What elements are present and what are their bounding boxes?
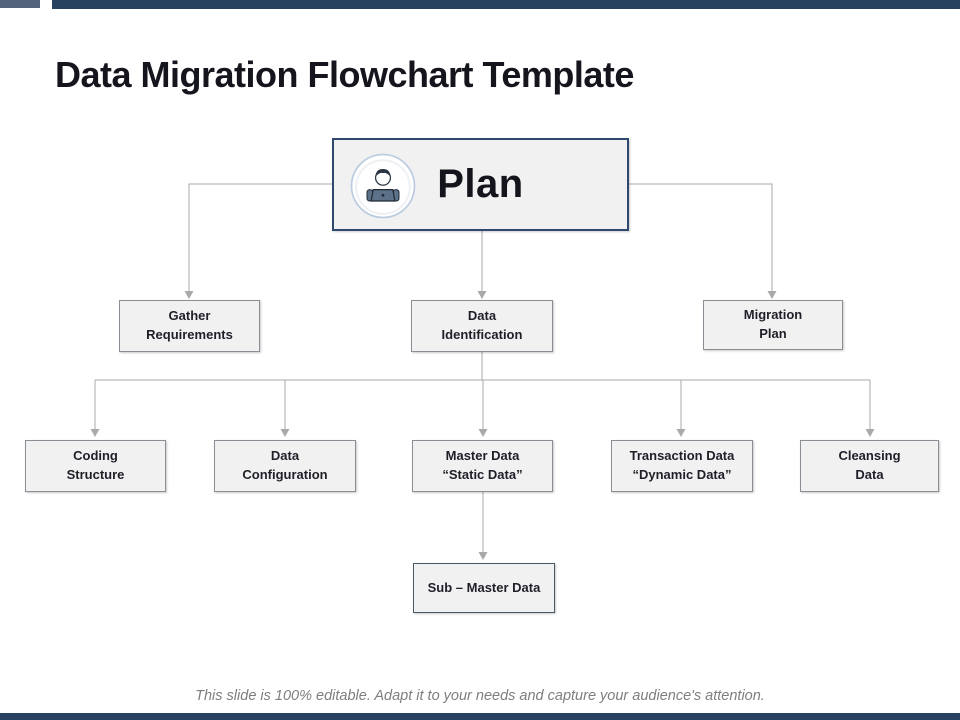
arrow-down-icon: [767, 291, 777, 299]
arrow-down-icon: [184, 291, 194, 299]
top-bar-accent: [0, 0, 40, 8]
flow-node-label-line: “Dynamic Data”: [632, 467, 732, 482]
arrow-down-icon: [90, 429, 100, 437]
flow-node-data-configuration[interactable]: Data Configuration: [214, 440, 356, 492]
flow-node-label-line: Transaction Data: [629, 448, 735, 464]
flow-node-label-line: Data: [270, 448, 300, 464]
flow-node-label-line: Data: [467, 308, 497, 324]
flow-node-label-line: Identification: [441, 327, 523, 342]
arrow-down-icon: [676, 429, 686, 437]
bottom-bar: [0, 713, 960, 720]
flow-node-gather-requirements[interactable]: Gather Requirements: [119, 300, 260, 352]
flow-node-coding-structure[interactable]: Coding Structure: [25, 440, 166, 492]
flow-node-label-line: Plan: [759, 326, 787, 341]
flow-node-label-line: Structure: [66, 467, 125, 482]
arrow-down-icon: [865, 429, 875, 437]
footer-note: This slide is 100% editable. Adapt it to…: [195, 688, 765, 704]
arrow-down-icon: [280, 429, 290, 437]
flow-node-label-line: Coding: [73, 448, 118, 464]
flow-node-cleansing-data[interactable]: Cleansing Data: [800, 440, 939, 492]
flow-node-label-line: Master Data: [445, 448, 520, 464]
flow-node-data-identification[interactable]: Data Identification: [411, 300, 553, 352]
flow-node-migration-plan[interactable]: Migration Plan: [703, 300, 843, 350]
flow-node-label-line: “Static Data”: [442, 467, 523, 482]
arrow-down-icon: [478, 429, 488, 437]
flow-node-label-line: Cleansing: [838, 448, 901, 464]
arrow-down-icon: [477, 291, 487, 299]
top-bar: [52, 0, 960, 9]
flow-node-label-line: Configuration: [242, 467, 328, 482]
flow-node-label-line: Sub – Master Data: [427, 579, 541, 595]
flow-node-plan[interactable]: Plan: [332, 138, 629, 231]
flow-node-transaction-data[interactable]: Transaction Data “Dynamic Data”: [611, 440, 753, 492]
flow-node-label: Plan: [437, 162, 524, 206]
flow-node-master-data[interactable]: Master Data “Static Data”: [412, 440, 553, 492]
flow-node-label-line: Requirements: [146, 327, 233, 342]
arrow-down-icon: [478, 552, 488, 560]
flow-node-label-line: Migration: [743, 307, 803, 323]
person-laptop-icon: [350, 153, 416, 219]
flow-node-sub-master-data[interactable]: Sub – Master Data: [413, 563, 555, 613]
flow-node-label-line: Gather: [168, 308, 211, 324]
page-title: Data Migration Flowchart Template: [55, 54, 634, 96]
flow-node-label-line: Data: [855, 467, 884, 482]
